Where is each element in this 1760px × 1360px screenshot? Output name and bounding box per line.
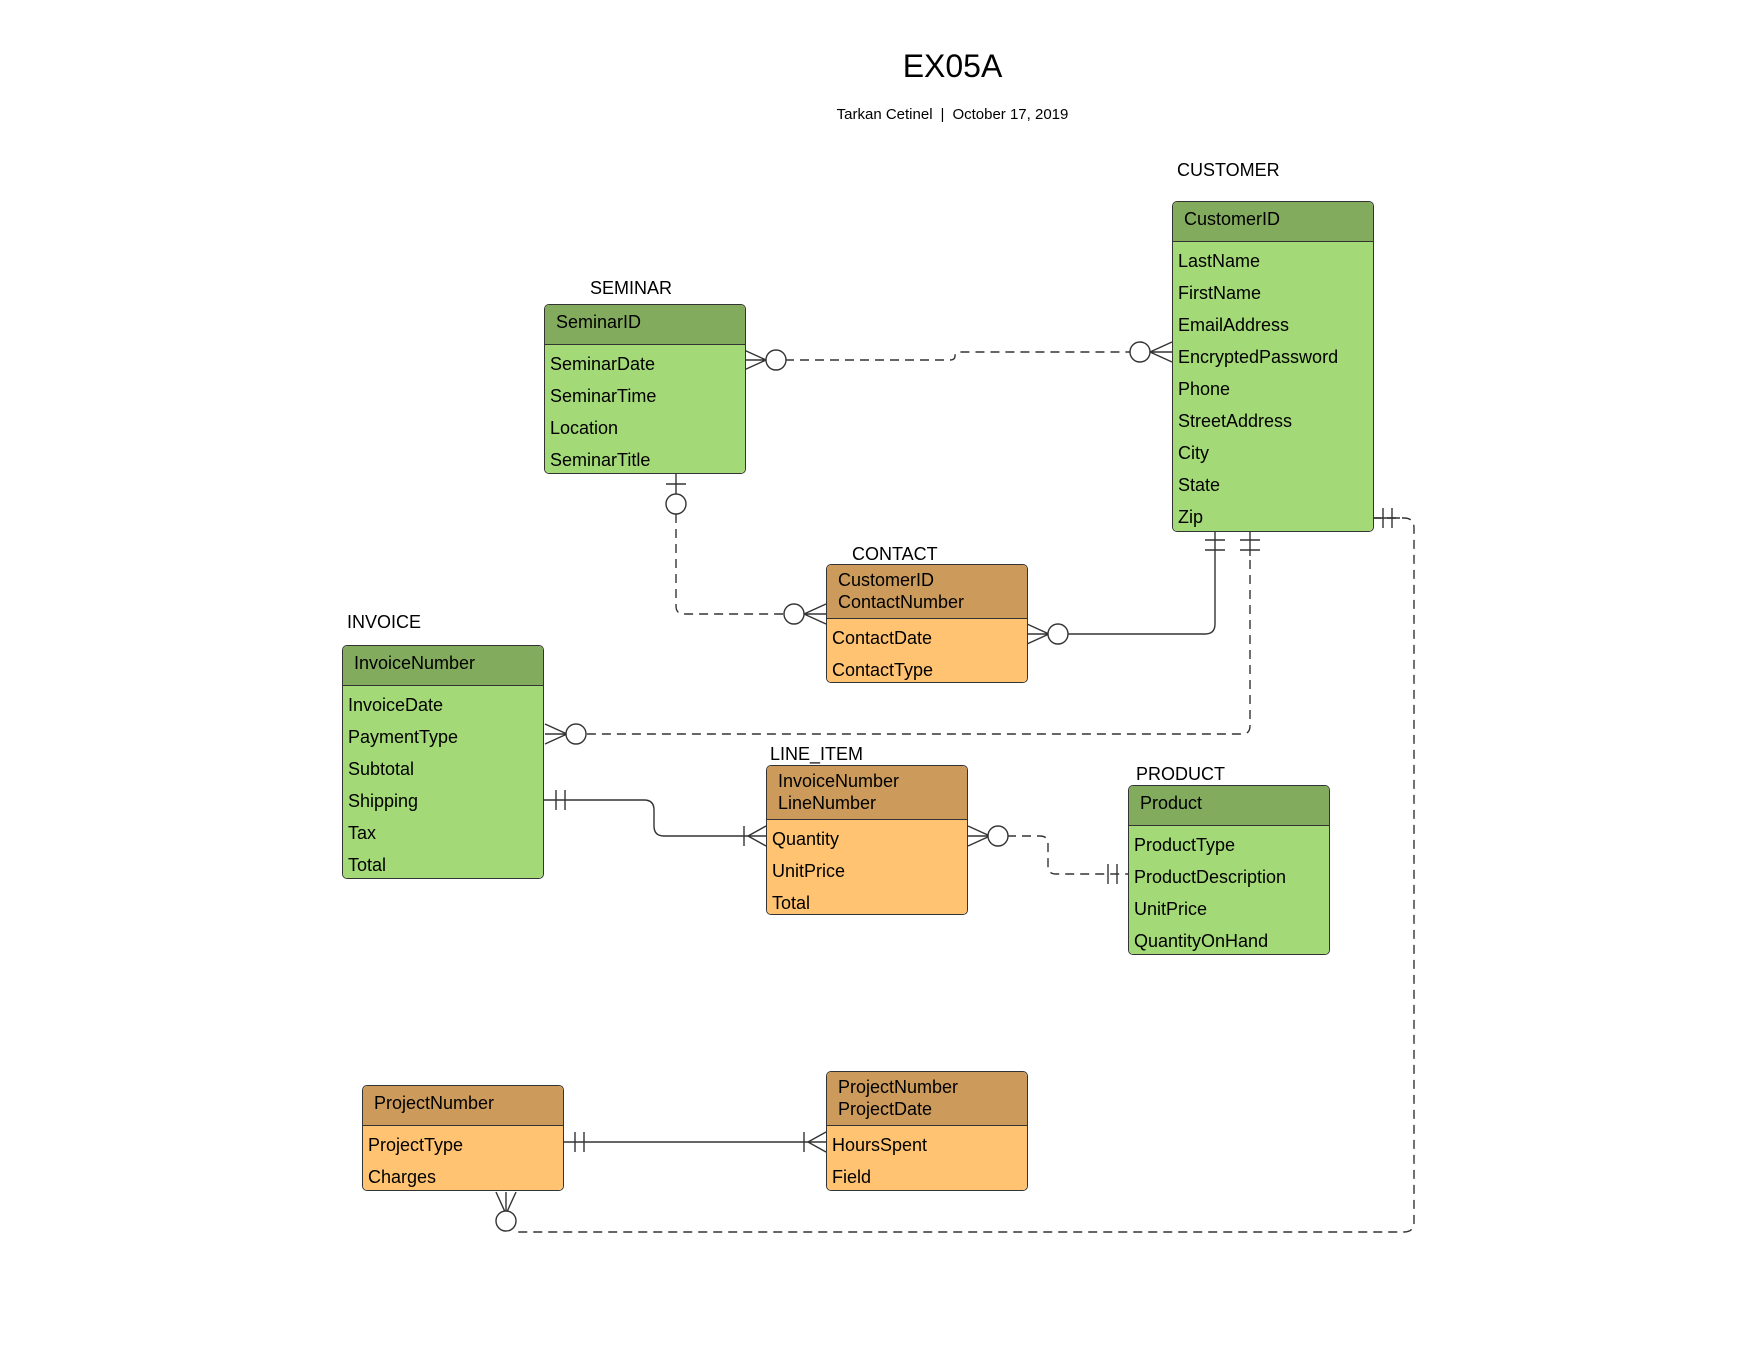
line-item-entity[interactable]: InvoiceNumber LineNumber Quantity UnitPr… [766,765,968,915]
seminar-label: SEMINAR [590,278,673,298]
customer-entity[interactable]: CustomerID LastName FirstName EmailAddre… [1172,201,1374,532]
project-entity[interactable]: ProjectNumber ProjectType Charges [362,1085,564,1191]
entity-key: ProjectDate [838,1099,933,1119]
entity-attribute: Tax [348,823,377,843]
seminar-key-header: SeminarID [545,305,745,345]
entity-key: ContactNumber [838,592,965,612]
rel-customer-invoice [544,532,1260,745]
subtitle-separator: | [940,106,945,123]
entity-attribute: SeminarTime [550,386,657,406]
invoice-key-header: InvoiceNumber [343,646,543,686]
diagram-date: October 17, 2019 [952,106,1069,123]
customer-attributes: LastName FirstName EmailAddress Encrypte… [1173,242,1373,531]
entity-attribute: SeminarTitle [550,450,651,470]
entity-attribute: Quantity [772,829,840,849]
seminar-attributes: SeminarDate SeminarTime Location Seminar… [545,345,745,473]
rel-seminar-customer [743,341,1173,371]
entity-attribute: ContactDate [832,628,933,648]
diagram-title: EX05A [902,48,1003,84]
invoice-attributes: InvoiceDate PaymentType Subtotal Shippin… [343,686,543,878]
entity-key: Product [1140,793,1203,813]
entity-key: InvoiceNumber [778,771,900,791]
entity-attribute: Phone [1178,379,1231,399]
entity-attribute: UnitPrice [772,861,846,881]
entity-attribute: City [1178,443,1209,463]
contact-attributes: ContactDate ContactType [827,619,1027,682]
entity-attribute: State [1178,475,1221,495]
rel-seminar-contact [665,472,827,625]
contact-label: CONTACT [852,544,938,564]
diagram-subtitle: Tarkan Cetinel | October 17, 2019 [0,106,1760,123]
rel-product-lineitem [967,825,1128,884]
entity-attribute: Shipping [348,791,419,811]
entity-key: ProjectNumber [838,1077,959,1097]
customer-key-header: CustomerID [1173,202,1373,242]
project-hours-key-header: ProjectNumber ProjectDate [827,1072,1027,1126]
invoice-entity[interactable]: InvoiceNumber InvoiceDate PaymentType Su… [342,645,544,879]
entity-attribute: PaymentType [348,727,459,747]
entity-attribute: ProductType [1134,835,1236,855]
entity-attribute: EncryptedPassword [1178,347,1339,367]
entity-attribute: Location [550,418,619,438]
customer-label: CUSTOMER [1177,160,1280,180]
project-hours-attributes: HoursSpent Field [827,1126,1027,1190]
entity-attribute: LastName [1178,251,1261,271]
entity-attribute: ProjectType [368,1135,464,1155]
entity-attribute: Zip [1178,507,1204,527]
entity-attribute: InvoiceDate [348,695,444,715]
product-attributes: ProductType ProductDescription UnitPrice… [1129,826,1329,954]
entity-attribute: Field [832,1167,872,1187]
entity-attribute: StreetAddress [1178,411,1293,431]
rel-customer-project [495,508,1415,1233]
entity-attribute: EmailAddress [1178,315,1290,335]
entity-attribute: QuantityOnHand [1134,931,1269,951]
product-key-header: Product [1129,786,1329,826]
entity-key: CustomerID [1184,209,1281,229]
project-hours-entity[interactable]: ProjectNumber ProjectDate HoursSpent Fie… [826,1071,1028,1191]
entity-key: CustomerID [838,570,935,590]
project-key-header: ProjectNumber [363,1086,563,1126]
rel-project-projecthours [564,1131,827,1153]
seminar-entity[interactable]: SeminarID SeminarDate SeminarTime Locati… [544,304,746,474]
entity-attribute: Subtotal [348,759,415,779]
contact-key-header: CustomerID ContactNumber [827,565,1027,619]
entity-attribute: FirstName [1178,283,1262,303]
entity-attribute: SeminarDate [550,354,656,374]
invoice-label: INVOICE [347,612,422,632]
line-item-attributes: Quantity UnitPrice Total [767,820,967,914]
author-name: Tarkan Cetinel [836,106,933,123]
line-item-label: LINE_ITEM [770,744,864,764]
entity-attribute: UnitPrice [1134,899,1208,919]
entity-key: ProjectNumber [374,1093,495,1113]
entity-attribute: ContactType [832,660,934,680]
product-entity[interactable]: Product ProductType ProductDescription U… [1128,785,1330,955]
rel-invoice-lineitem [544,790,767,847]
entity-attribute: HoursSpent [832,1135,928,1155]
contact-entity[interactable]: CustomerID ContactNumber ContactDate Con… [826,564,1028,683]
entity-attribute: Total [348,855,387,875]
product-label: PRODUCT [1136,764,1225,784]
rel-customer-contact [1026,532,1225,645]
entity-attribute: ProductDescription [1134,867,1287,887]
entity-key: LineNumber [778,793,877,813]
entity-key: InvoiceNumber [354,653,476,673]
project-attributes: ProjectType Charges [363,1126,563,1190]
entity-attribute: Charges [368,1167,437,1187]
line-item-key-header: InvoiceNumber LineNumber [767,766,967,820]
entity-key: SeminarID [556,312,642,332]
entity-attribute: Total [772,893,811,913]
